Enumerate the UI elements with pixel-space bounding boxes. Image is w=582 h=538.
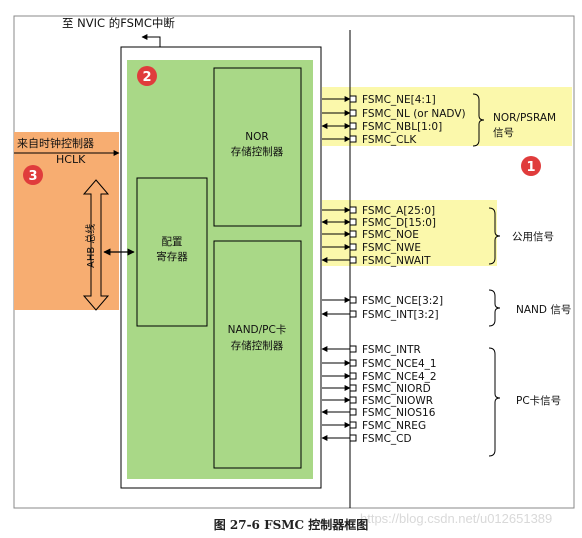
signal-label-nor-3: FSMC_CLK: [362, 134, 417, 146]
nand-controller-block: [213, 240, 302, 469]
pin-square: [349, 434, 357, 442]
signal-label-pc-4: FSMC_NIOWR: [362, 395, 433, 407]
pc-brace: [488, 347, 501, 457]
pc-group-label: PC卡信号: [516, 394, 561, 407]
nand-label-2: 存储控制器: [231, 339, 284, 352]
nvic-arrow: [141, 34, 161, 47]
signal-label-nand-0: FSMC_NCE[3:2]: [362, 295, 443, 307]
pin-square: [349, 95, 357, 103]
nor-signal-highlight: [322, 87, 572, 146]
pin-square: [349, 421, 357, 429]
badge-1-label: 1: [526, 160, 535, 175]
pin-square: [349, 396, 357, 404]
pin-square: [349, 218, 357, 226]
signal-label-pc-3: FSMC_NIORD: [362, 383, 431, 395]
signal-label-common-2: FSMC_NOE: [362, 229, 419, 241]
pin-square: [349, 310, 357, 318]
signal-label-common-1: FSMC_D[15:0]: [362, 217, 436, 229]
nand-group-label: NAND 信号: [516, 304, 571, 316]
config-label-2: 寄存器: [156, 250, 188, 263]
pin-square: [349, 384, 357, 392]
config-label-1: 配置: [162, 236, 183, 248]
pin-square: [349, 372, 357, 380]
pin-square: [349, 243, 357, 251]
signal-label-common-0: FSMC_A[25:0]: [362, 205, 435, 217]
fsmc-green-area: [127, 60, 313, 479]
badge-3: [23, 165, 43, 185]
badge-2: [137, 66, 157, 86]
signal-label-pc-6: FSMC_NREG: [362, 420, 426, 432]
nor-label-2: 存储控制器: [231, 145, 284, 158]
common-group-label: 公用信号: [512, 231, 554, 243]
signal-label-nor-2: FSMC_NBL[1:0]: [362, 121, 442, 133]
clock-source-label: 来自时钟控制器: [17, 136, 94, 150]
ahb-bus-arrow: [82, 179, 110, 311]
nand-brace: [488, 289, 501, 327]
signal-label-pc-0: FSMC_INTR: [362, 344, 421, 356]
signal-label-nor-0: FSMC_NE[4:1]: [362, 94, 436, 106]
signal-label-nand-1: FSMC_INT[3:2]: [362, 309, 439, 321]
common-brace: [488, 207, 501, 265]
signal-label-pc-5: FSMC_NIOS16: [362, 407, 436, 419]
pin-square: [349, 206, 357, 214]
signal-label-pc-1: FSMC_NCE4_1: [362, 358, 437, 370]
ahb-bus-label: AHB 总线: [84, 224, 97, 268]
badge-1: [521, 156, 541, 176]
pin-square: [349, 408, 357, 416]
pin-square: [349, 296, 357, 304]
signal-label-pc-2: FSMC_NCE4_2: [362, 371, 437, 383]
pin-square: [349, 345, 357, 353]
config-register-block: [136, 177, 208, 327]
signal-label-common-3: FSMC_NWE: [362, 242, 421, 254]
nvic-label: 至 NVIC 的FSMC中断: [62, 16, 175, 30]
nor-controller-block: [213, 67, 302, 227]
hclk-label: HCLK: [56, 153, 86, 166]
signal-label-common-4: FSMC_NWAIT: [362, 255, 431, 267]
pin-square: [349, 135, 357, 143]
pin-square: [349, 256, 357, 264]
signal-list: FSMC_NE[4:1] FSMC_NL (or NADV)FSMC_NBL[1:…: [321, 94, 466, 445]
nand-label-1: NAND/PC卡: [228, 323, 287, 336]
signal-label-nor-1: FSMC_NL (or NADV): [362, 108, 466, 120]
watermark: https://blog.csdn.net/u012651389: [360, 511, 553, 526]
badge-2-label: 2: [142, 70, 151, 85]
figure-caption: 图 27-6 FSMC 控制器框图: [213, 518, 369, 532]
pin-square: [349, 230, 357, 238]
nor-brace: [472, 93, 485, 147]
nor-group-label-2: 信号: [493, 127, 514, 139]
signal-label-pc-7: FSMC_CD: [362, 433, 412, 445]
pin-square: [349, 122, 357, 130]
pin-square: [349, 359, 357, 367]
nor-group-label-1: NOR/PSRAM: [493, 112, 556, 124]
nor-label-1: NOR: [245, 131, 268, 143]
pin-square: [349, 109, 357, 117]
badge-3-label: 3: [28, 169, 37, 184]
